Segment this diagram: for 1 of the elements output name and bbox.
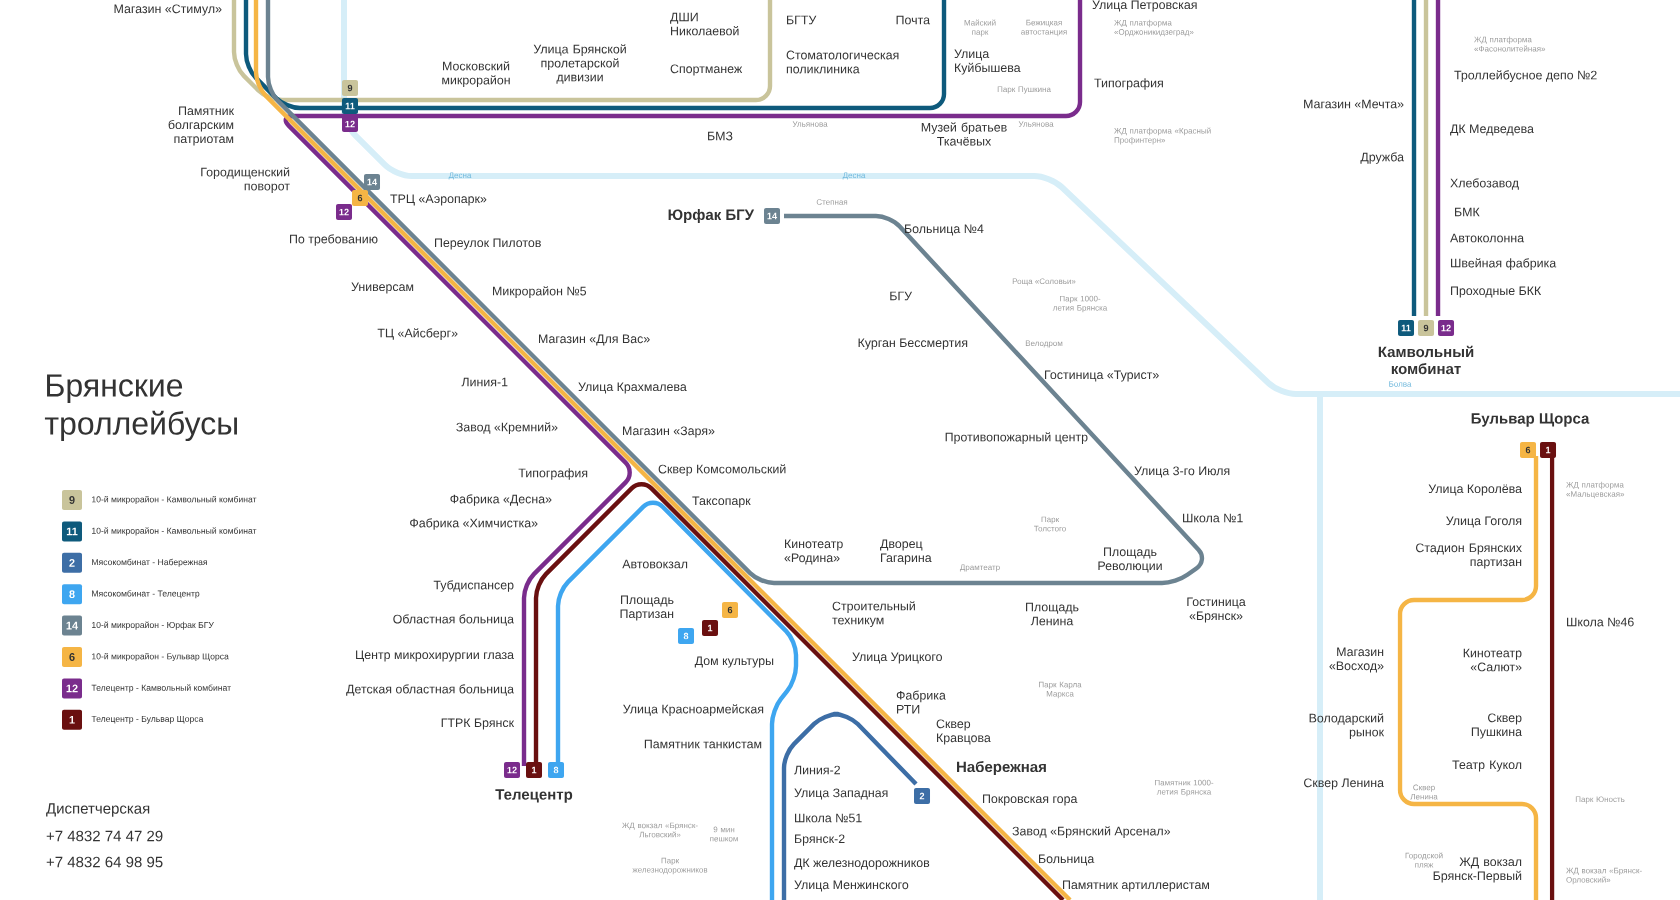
map-title: Брянские троллейбусы	[44, 374, 237, 442]
